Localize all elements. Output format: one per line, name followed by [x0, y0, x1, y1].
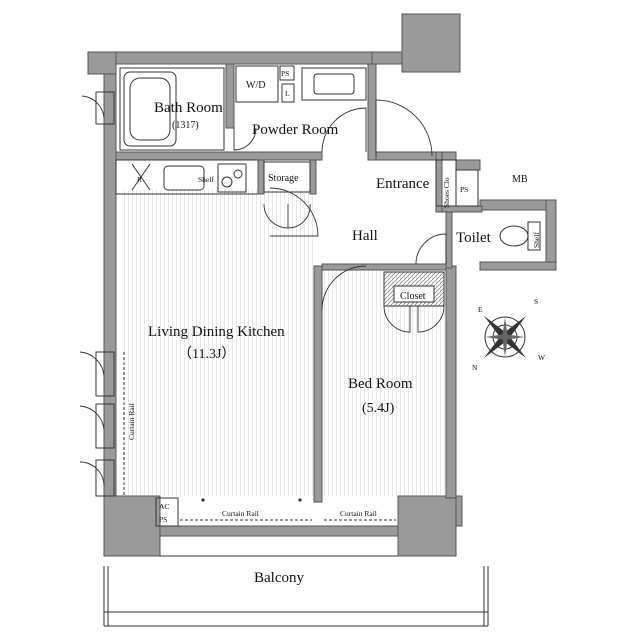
shelf-toilet-label: Shelf [532, 232, 541, 248]
mb-label: MB [512, 174, 528, 185]
shoes-closet-label: Shoes Clo [442, 177, 451, 208]
compass-s: S [534, 297, 538, 306]
l-mark: L [285, 89, 290, 98]
interior-walls [115, 63, 483, 503]
compass-e: E [478, 305, 483, 314]
kitchen: R Shelf [131, 163, 247, 193]
stove [217, 163, 247, 193]
ps-entrance-label: PS [460, 185, 468, 194]
bath-room-label: Bath Room [154, 100, 223, 116]
storage: Storage [263, 161, 311, 229]
r-mark: R [137, 175, 142, 184]
ldk-size: （11.3J） [178, 346, 235, 362]
ac-label: AC [159, 502, 169, 511]
storage-label: Storage [268, 173, 299, 184]
curtain-rail-bed: Curtain Rail [340, 509, 377, 518]
shelf-kitchen-label: Shelf [198, 175, 214, 184]
bath-room: Bath Room (1317) [119, 67, 225, 151]
toilet-bowl [499, 225, 529, 247]
balcony-label: Balcony [254, 570, 304, 586]
curtain-rail-ldk: Curtain Rail [222, 509, 259, 518]
powder-room: W/D PS L Powder Room [233, 65, 367, 153]
toilet: Toilet Shelf [415, 221, 541, 265]
compass-w: W [538, 353, 546, 362]
entrance-label: Entrance [376, 176, 430, 192]
bed-room-size: (5.4J) [362, 401, 395, 416]
hall-label: Hall [352, 228, 378, 244]
ps-bottom-label: PS [159, 515, 167, 524]
ps-top-label: PS [281, 69, 289, 78]
toilet-label: Toilet [456, 230, 492, 246]
bed-room: Bed Room (5.4J) Curtain Rail [324, 376, 413, 521]
curtain-rail-left: Curtain Rail [127, 403, 136, 440]
bed-room-label: Bed Room [348, 376, 413, 392]
bathtub [123, 71, 177, 147]
bath-door [269, 187, 319, 237]
powder-room-label: Powder Room [252, 122, 339, 138]
closet: Closet [321, 265, 445, 333]
kitchen-sink [163, 165, 205, 191]
compass-n: N [472, 363, 478, 372]
bath-room-size: (1317) [172, 120, 199, 131]
vanity [301, 67, 367, 101]
closet-label: Closet [400, 291, 426, 302]
ldk-floor [124, 190, 316, 496]
exterior-walls [87, 13, 557, 557]
ldk-label: Living Dining Kitchen [148, 324, 285, 340]
wd-label: W/D [246, 80, 265, 91]
entrance: Entrance Shoes Clo PS [375, 99, 479, 208]
ldk: Living Dining Kitchen （11.3J） Curtain Ra… [79, 91, 312, 527]
balcony: Balcony [103, 555, 489, 627]
